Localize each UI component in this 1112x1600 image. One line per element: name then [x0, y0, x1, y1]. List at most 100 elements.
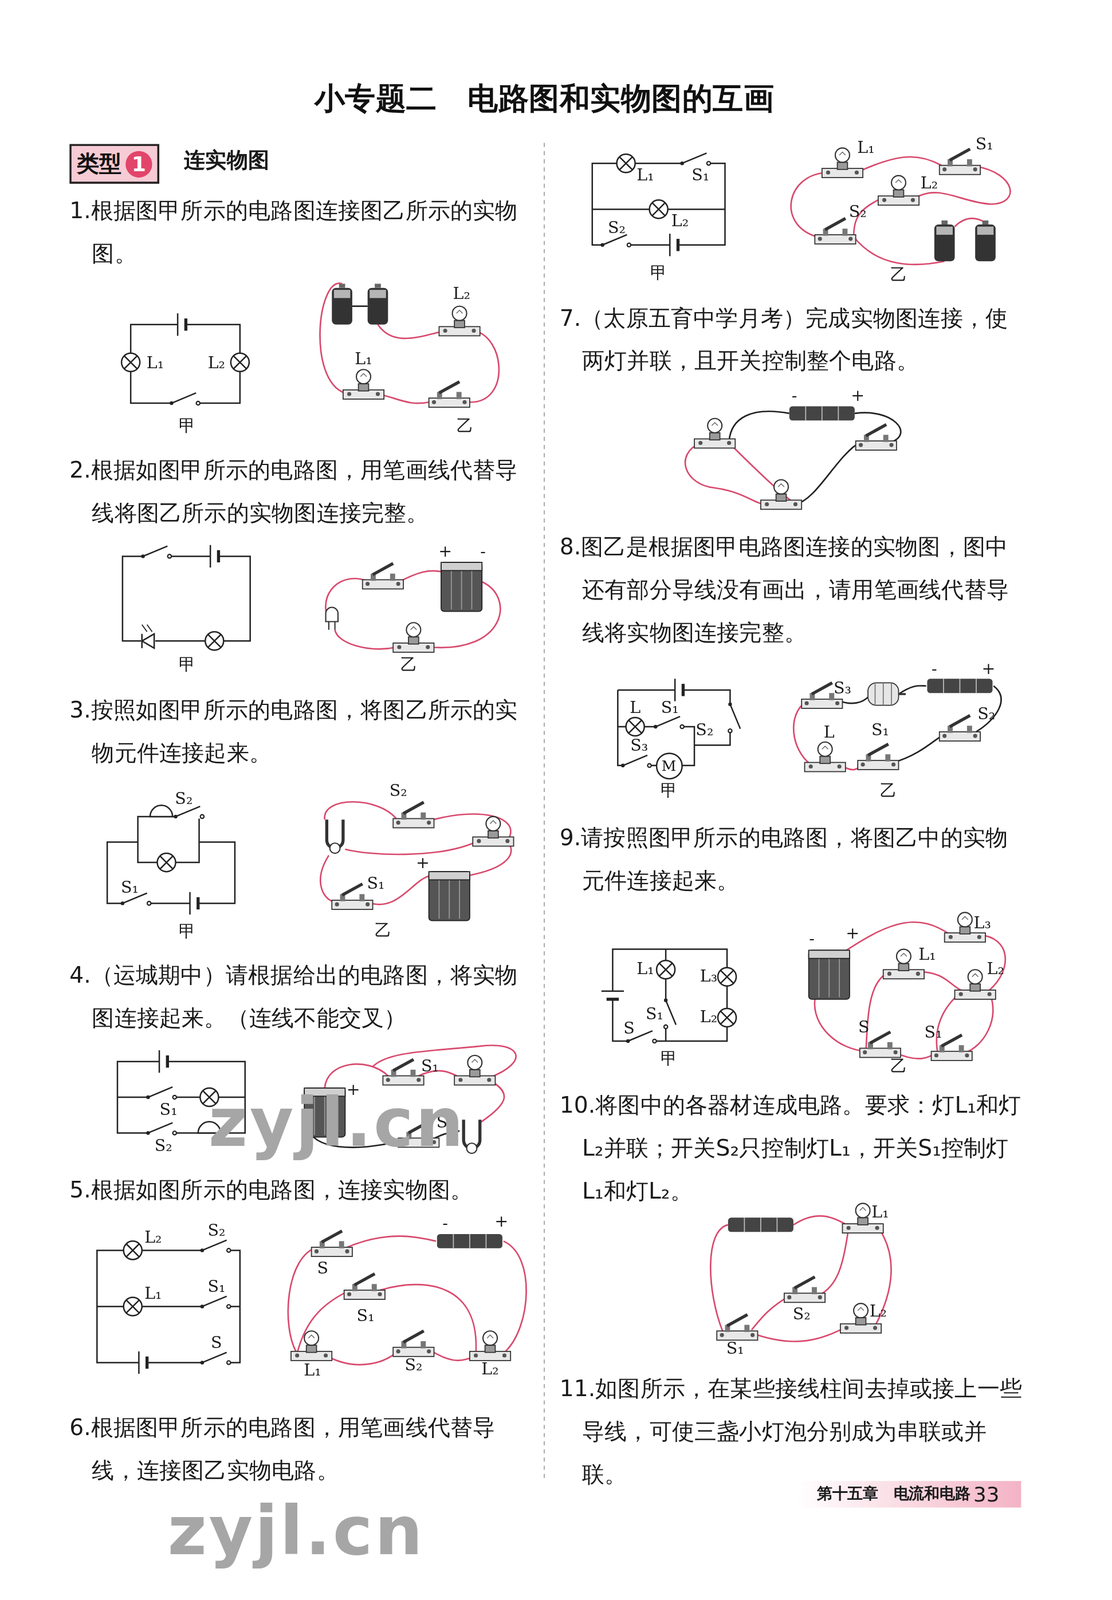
real-circuit — [320, 802, 514, 921]
component-label: + — [415, 855, 430, 873]
component-label: L — [823, 724, 835, 742]
question-text: 11.如图所示，在某些接线柱间去掉或接上一些导线，可使三盏小灯泡分别成为串联或并… — [559, 1368, 1025, 1497]
badge-label: 类型 — [76, 148, 122, 179]
bell — [326, 819, 344, 854]
question-text: 8.图乙是根据图甲电路图连接的实物图，图中还有部分导线没有画出，请用笔画线代替导… — [559, 525, 1025, 655]
bell — [463, 1120, 481, 1154]
switch-symbol — [200, 1297, 231, 1310]
lamp — [291, 1331, 332, 1362]
circuit-schematic — [121, 313, 250, 406]
component-label: L₂ — [920, 175, 938, 193]
component-label: L₁ — [871, 1204, 889, 1222]
question-text: 6.根据图甲所示的电路图，用笔画线代替导线，连接图乙实物电路。 — [69, 1407, 534, 1493]
lamp — [822, 147, 863, 178]
battery-pack — [789, 406, 855, 421]
switch-symbol — [140, 546, 172, 559]
real-circuit — [325, 562, 501, 653]
component-label: 乙 — [890, 266, 907, 285]
battery-symbol — [674, 678, 683, 702]
lamp — [393, 622, 434, 653]
battery-cell — [975, 220, 996, 262]
component-label: + — [494, 1213, 509, 1232]
battery-symbol — [177, 313, 186, 336]
lamp-symbol — [626, 717, 645, 737]
component-label: - — [442, 1215, 449, 1233]
circuit-schematic — [617, 678, 741, 768]
component-label: L₂ — [452, 285, 470, 303]
lamp — [472, 816, 514, 847]
lamp — [878, 175, 919, 206]
component-label: L₂ — [869, 1303, 887, 1321]
chapter-footer: 第十五章 电流和电路 — [816, 1484, 970, 1505]
component-label: L₁ — [636, 167, 654, 185]
circuit-schematic — [592, 152, 726, 257]
component-label: L₂ — [481, 1361, 499, 1379]
circuit-schematic — [96, 1240, 241, 1375]
component-label: L₂ — [207, 355, 226, 373]
component-label: S₁ — [120, 879, 139, 898]
component-label: S₂ — [404, 1357, 423, 1375]
page-number: 33 — [973, 1482, 1000, 1508]
schematic-wire — [592, 163, 726, 246]
question-text: 10.将图中的各器材连成电路。要求：灯L₁和灯L₂并联；开关S₂只控制灯L₁，开… — [559, 1084, 1025, 1214]
component-label: + — [981, 661, 996, 679]
battery-cell — [367, 283, 389, 325]
switch — [857, 744, 899, 770]
switch-symbol — [621, 755, 652, 768]
battery-symbol — [601, 991, 624, 1000]
component-label: L₂ — [700, 1009, 718, 1027]
component-label: 乙 — [890, 1058, 907, 1076]
section-heading: 连实物图 — [183, 146, 270, 175]
component-label: L₃ — [973, 915, 991, 933]
circuit-schematic — [107, 805, 235, 915]
component-label: L₂ — [987, 961, 1005, 979]
lamp — [804, 742, 846, 773]
switch — [939, 715, 981, 742]
component-label: S₃ — [833, 680, 852, 698]
lamp-symbol — [156, 853, 176, 872]
question-text: 1.根据图甲所示的电路图连接图乙所示的实物图。 — [69, 190, 534, 277]
component-label: 甲 — [178, 418, 196, 436]
component-label: S₂ — [792, 1306, 811, 1324]
question-text: 5.根据如图所示的电路图，连接实物图。 — [69, 1169, 534, 1213]
component-label: S₁ — [871, 722, 890, 740]
switch-symbol — [200, 1240, 231, 1253]
component-label: 甲 — [650, 265, 667, 283]
badge-number: 1 — [125, 150, 152, 178]
component-label: S — [210, 1335, 223, 1353]
battery-box — [441, 562, 482, 612]
component-label: 甲 — [178, 657, 196, 675]
lamp-symbol — [121, 353, 140, 372]
schematic-wire — [612, 949, 728, 1042]
component-label: S₁ — [207, 1279, 226, 1297]
schematic-wire — [96, 1250, 241, 1363]
switch — [393, 1331, 434, 1358]
lamp-symbol — [717, 968, 737, 987]
question-text: 3.按照如图甲所示的电路图，将图乙所示的实物元件连接起来。 — [69, 689, 534, 776]
wire — [320, 283, 499, 404]
component-label: + — [438, 543, 453, 561]
component-label: S₁ — [924, 1024, 943, 1043]
motor-circle-outline — [655, 752, 682, 779]
component-label: L₁ — [354, 350, 372, 368]
schematic-wire — [107, 816, 235, 905]
component-label: L₁ — [303, 1362, 321, 1381]
component-label: S₂ — [977, 706, 996, 724]
switch-symbol — [200, 1353, 231, 1366]
real-circuit — [793, 678, 1001, 772]
component-label: 甲 — [660, 782, 678, 800]
component-label: S₁ — [645, 1006, 664, 1024]
component-label: L₃ — [700, 968, 718, 986]
lamp — [760, 480, 802, 510]
lamp-symbol — [230, 353, 250, 372]
lamp — [469, 1331, 511, 1362]
switch — [382, 1059, 424, 1086]
bell-symbol — [150, 805, 173, 817]
component-label: L₁ — [636, 961, 654, 979]
real-circuit — [791, 147, 1011, 265]
real-circuit — [288, 1231, 527, 1366]
lamp-symbol — [617, 154, 636, 173]
motor — [867, 682, 906, 706]
